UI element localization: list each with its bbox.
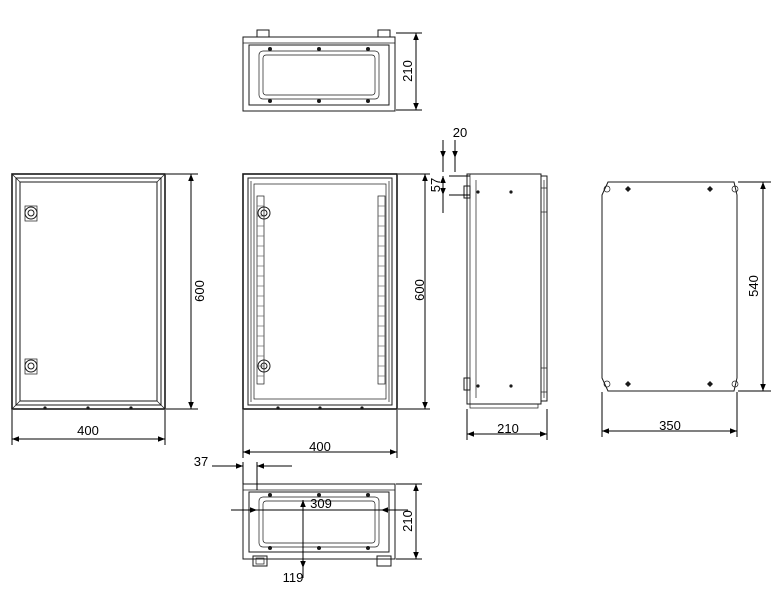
front-open-width-label: 400	[309, 439, 331, 454]
top-depth-label: 210	[400, 60, 415, 82]
bottom-offset-label: 37	[194, 454, 208, 469]
top-depth-dimension: 210	[396, 32, 422, 111]
bottom-cutout-width-label: 309	[310, 496, 332, 511]
front-open-height-label: 600	[412, 279, 427, 301]
front-closed-height-label: 600	[192, 280, 207, 302]
side-view	[463, 173, 548, 409]
front-closed-view	[11, 173, 166, 410]
side-depth-label: 210	[497, 421, 519, 436]
mounting-plate-width-label: 350	[659, 418, 681, 433]
mounting-plate-height-label: 540	[746, 275, 761, 297]
mounting-plate-height-dimension: 540	[738, 181, 771, 392]
bottom-cutout-height-dimension: 119	[283, 500, 306, 585]
side-depth-dimension: 210	[466, 409, 548, 440]
mounting-rail-right	[377, 195, 386, 385]
lock-icon	[24, 205, 38, 222]
mounting-plate-view	[601, 181, 739, 392]
front-closed-height-dimension: 600	[166, 173, 207, 410]
front-closed-width-dimension: 400	[11, 410, 166, 445]
bottom-depth-label: 210	[400, 510, 415, 532]
lock-icon	[24, 358, 38, 375]
side-top-offset-label: 57	[428, 178, 443, 192]
bottom-cutout-width-dimension: 309	[231, 496, 408, 513]
bottom-offset-dimension: 37	[194, 454, 292, 490]
mounting-rail-left	[256, 195, 265, 385]
mounting-plate-width-dimension: 350	[601, 392, 738, 437]
front-open-height-dimension: 600	[398, 173, 430, 410]
front-closed-width-label: 400	[77, 423, 99, 438]
lock-icon	[257, 206, 271, 220]
bottom-cutout-height-label: 119	[283, 570, 304, 585]
bottom-depth-dimension: 210	[396, 483, 422, 560]
side-offset-label: 20	[453, 125, 467, 140]
side-top-offset-dimension: 57	[428, 175, 470, 213]
top-view	[242, 29, 396, 112]
front-open-width-dimension: 400	[242, 410, 398, 458]
front-open-view	[242, 173, 398, 410]
bottom-view	[242, 483, 396, 567]
side-offset-dimension: 20	[440, 125, 467, 172]
lock-icon	[257, 359, 271, 373]
